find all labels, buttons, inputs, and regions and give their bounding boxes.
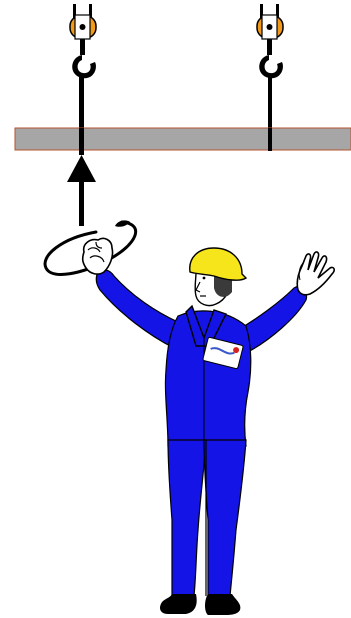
arrow-up-icon xyxy=(67,155,96,226)
worker-right-boot xyxy=(205,594,240,615)
crane-hook-icon xyxy=(259,39,283,78)
load-beam xyxy=(15,128,351,150)
right-rope-over-beam xyxy=(268,128,272,151)
worker-left-fist xyxy=(83,238,113,274)
signalling-worker xyxy=(83,238,334,615)
worker-left-boot xyxy=(160,594,197,614)
crane-hook-icon xyxy=(72,39,96,78)
left-rope-over-beam xyxy=(79,128,84,155)
right-hook-block xyxy=(257,15,283,39)
worker-right-hand xyxy=(297,252,334,295)
worker-left-arm xyxy=(96,270,178,348)
worker-right-leg xyxy=(204,440,246,596)
worker-left-leg xyxy=(168,440,206,596)
left-hook-block xyxy=(70,15,96,39)
